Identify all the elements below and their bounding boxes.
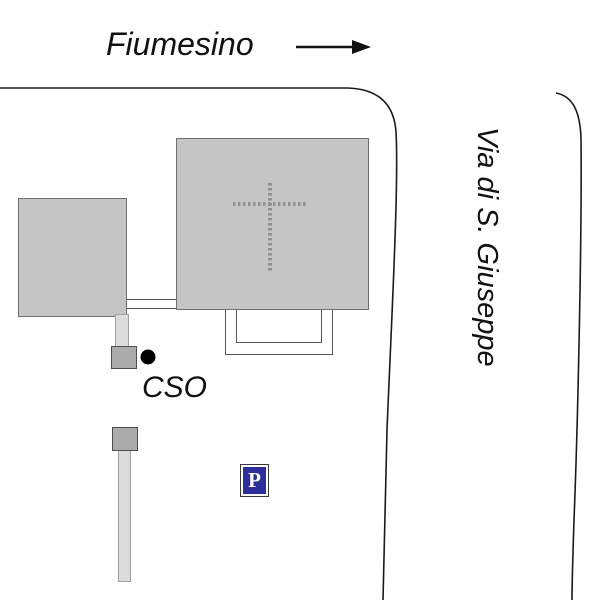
church-porch-outer: [225, 308, 333, 355]
church-porch-inner: [236, 308, 322, 343]
marker-upper: [111, 346, 137, 369]
cso-label: CSO: [142, 371, 208, 404]
church-cross-icon: [233, 183, 307, 272]
parking-letter: P: [248, 468, 261, 492]
parking-sign: P: [240, 464, 269, 497]
direction-arrow-icon: [296, 40, 371, 54]
cso-dot-icon: [140, 349, 156, 365]
street-label-fiumesino: Fiumesino: [106, 26, 254, 62]
marker-lower: [112, 427, 138, 451]
annex-building: [18, 198, 127, 317]
direction-arrow-head: [352, 40, 371, 54]
church-building: [176, 138, 369, 310]
road-curve-right-line: [555, 92, 582, 600]
building-connector-path: [124, 299, 176, 309]
road-curve-left-line: [0, 87, 398, 600]
